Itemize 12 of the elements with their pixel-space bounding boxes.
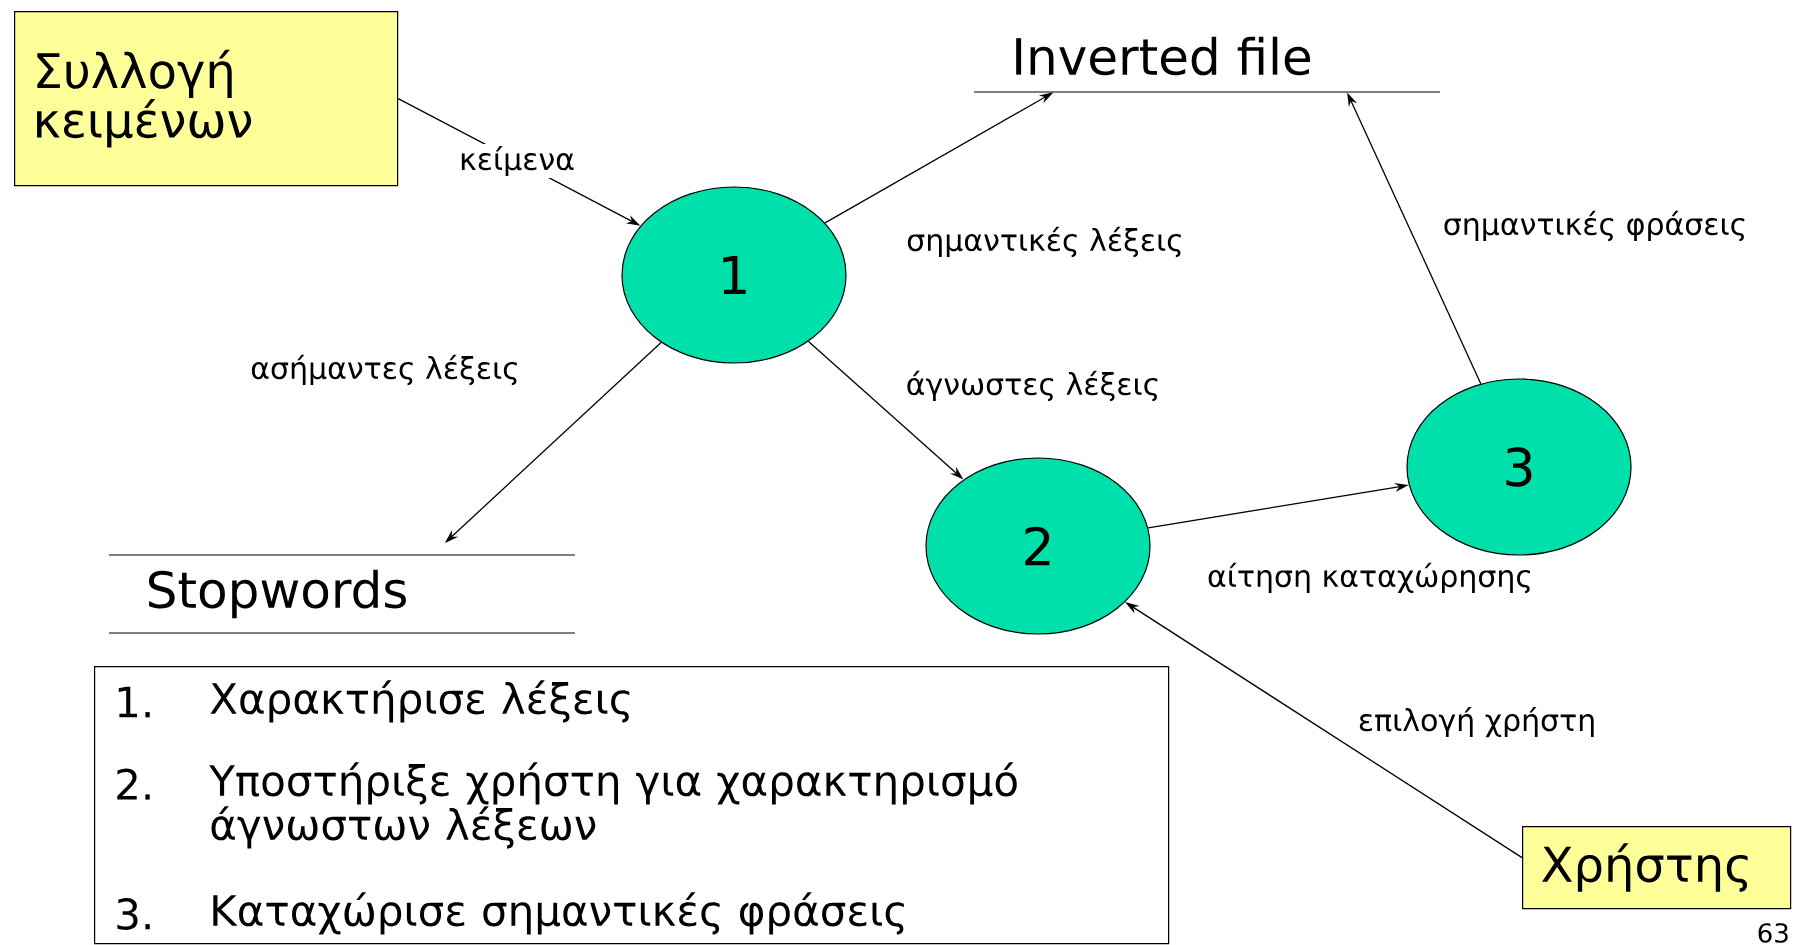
data-store: Inverted file: [973, 36, 1441, 93]
list-box: 1. Χαρακτήρισε λέξεις 2. Υποστήριξε χρήστη για χαρακτηρισμό άγνωστων λέξεων 3. Καταχώρισε σημαντικές φράσεις: [94, 666, 1170, 945]
edge-label: αίτηση καταχώρησης: [1205, 560, 1535, 596]
edge-label: ασήμαντες λέξεις: [248, 352, 522, 388]
terminator-box: Χρήστης: [1522, 826, 1792, 910]
edge-label: κείμενα: [457, 143, 577, 179]
edge-label: άγνωστες λέξεις: [903, 368, 1163, 404]
edge-label: σημαντικές φράσεις: [1440, 208, 1750, 244]
edge-label: σημαντικές λέξεις: [904, 224, 1186, 260]
edge-label: επιλογή χρήστη: [1355, 704, 1599, 740]
process-box: Συλλογή κειμένων: [14, 11, 399, 187]
data-store: Stopwords: [108, 554, 576, 634]
